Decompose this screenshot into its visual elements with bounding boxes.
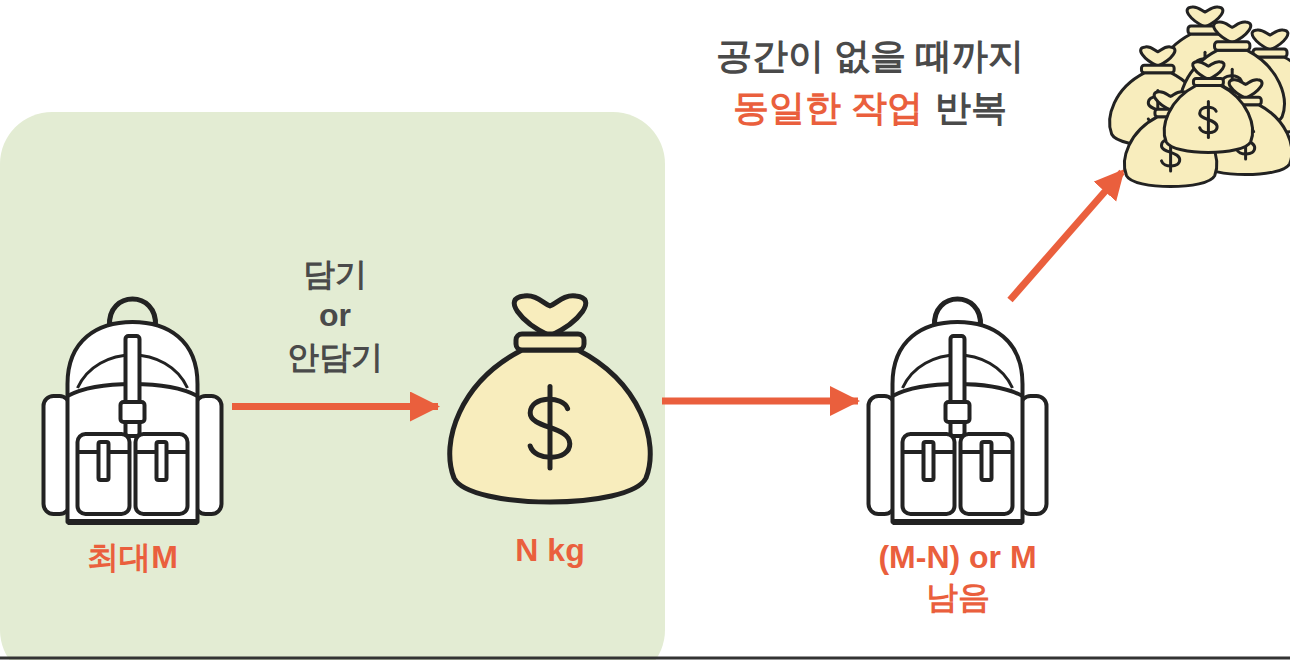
heading-emphasis: 동일한 작업 — [733, 87, 923, 128]
heading-line: 공간이 없을 때까지 — [560, 30, 1180, 82]
bottom-rule — [0, 657, 1290, 660]
flow-arrow — [662, 398, 858, 405]
backpack: 최대M — [35, 284, 230, 577]
bag-icon — [440, 290, 660, 512]
edge-label: 담기 or 안담기 — [287, 254, 383, 379]
node-label: (M-N) or M 남음 — [848, 537, 1068, 617]
money-pile — [1110, 7, 1290, 187]
node-label: N kg — [440, 530, 660, 570]
heading-line: 동일한 작업 반복 — [560, 82, 1180, 134]
flow-arrow — [232, 403, 438, 410]
backpack-icon — [860, 284, 1055, 529]
backpack: (M-N) or M 남음 — [860, 284, 1055, 617]
money-bag: N kg — [440, 290, 660, 570]
heading-word: 반복 — [935, 87, 1007, 128]
repeat-arrow — [1010, 172, 1122, 300]
backpack-icon — [35, 284, 230, 529]
green-panel — [0, 112, 665, 660]
heading-block: 공간이 없을 때까지동일한 작업 반복 — [560, 30, 1180, 134]
node-label: 최대M — [35, 537, 230, 577]
